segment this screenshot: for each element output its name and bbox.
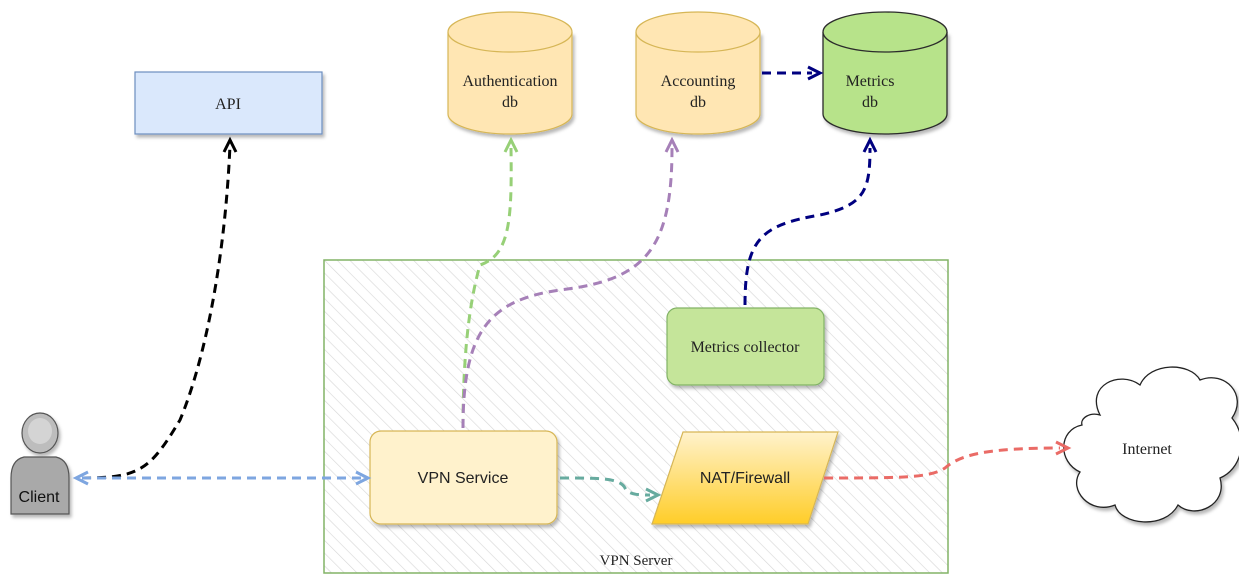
metrics-db[interactable]: Metrics db [822,11,948,135]
vpn-service-node[interactable]: VPN Service [369,430,558,525]
arrowhead-nat [645,487,662,503]
edge-client-api[interactable] [81,144,232,480]
edge-collector-metrics-db[interactable] [743,147,872,306]
arrowhead-accounting-db [664,136,680,153]
nat-firewall-node[interactable]: NAT/Firewall [651,431,839,525]
arrowhead-metrics-db-bottom [862,136,878,153]
authentication-db-label-line1: Authentication [462,73,557,90]
metrics-collector-box [666,307,825,386]
client-actor[interactable]: Client [10,412,70,515]
accounting-db-label-line1: Accounting [661,73,736,90]
nat-firewall-parallelogram [651,431,839,525]
arrowhead-internet [1055,440,1072,456]
vpn-service-label: VPN Service [418,470,509,487]
authentication-db[interactable]: Authentication db [447,11,573,135]
accounting-db-top [635,11,761,53]
cloud-icon [1063,366,1239,523]
accounting-db-cylinder [635,32,761,135]
client-label: Client [19,489,60,506]
metrics-db-cylinder [822,32,948,135]
edge-nat-internet[interactable] [823,446,1061,480]
metrics-db-label-line1: Metrics [846,73,895,90]
api-node[interactable]: API [134,71,323,135]
edge-vpn-service-auth-db[interactable] [461,147,513,429]
authentication-db-label-line2: db [502,94,518,111]
arrowhead-metrics-db-left [807,65,824,81]
accounting-db[interactable]: Accounting db [635,11,761,135]
nat-firewall-label: NAT/Firewall [700,470,790,487]
arrowhead-client [72,470,89,486]
metrics-collector-node[interactable]: Metrics collector [666,307,825,386]
accounting-db-label-line2: db [690,94,706,111]
connectors [81,71,1061,497]
metrics-collector-label: Metrics collector [691,339,801,356]
vpn-server-box [323,259,949,574]
metrics-db-label-line2: db [862,94,878,111]
authentication-db-cylinder [447,32,573,135]
arrowheads [72,65,1072,503]
user-icon [10,412,70,515]
edge-vpn-service-nat[interactable] [559,476,651,497]
internet-label: Internet [1122,441,1172,458]
arrowhead-api [222,136,238,153]
internet-node[interactable]: Internet [1063,366,1239,523]
api-label: API [215,96,241,113]
vpn-server-label: VPN Server [600,553,673,569]
arrowhead-auth-db [503,136,519,153]
arrowhead-vpn-service [355,470,372,486]
edge-vpn-service-accounting-db[interactable] [461,147,674,429]
vpn-server-container[interactable]: VPN Server [323,259,949,574]
api-box [134,71,323,135]
authentication-db-top [447,11,573,53]
metrics-db-top [822,11,948,53]
